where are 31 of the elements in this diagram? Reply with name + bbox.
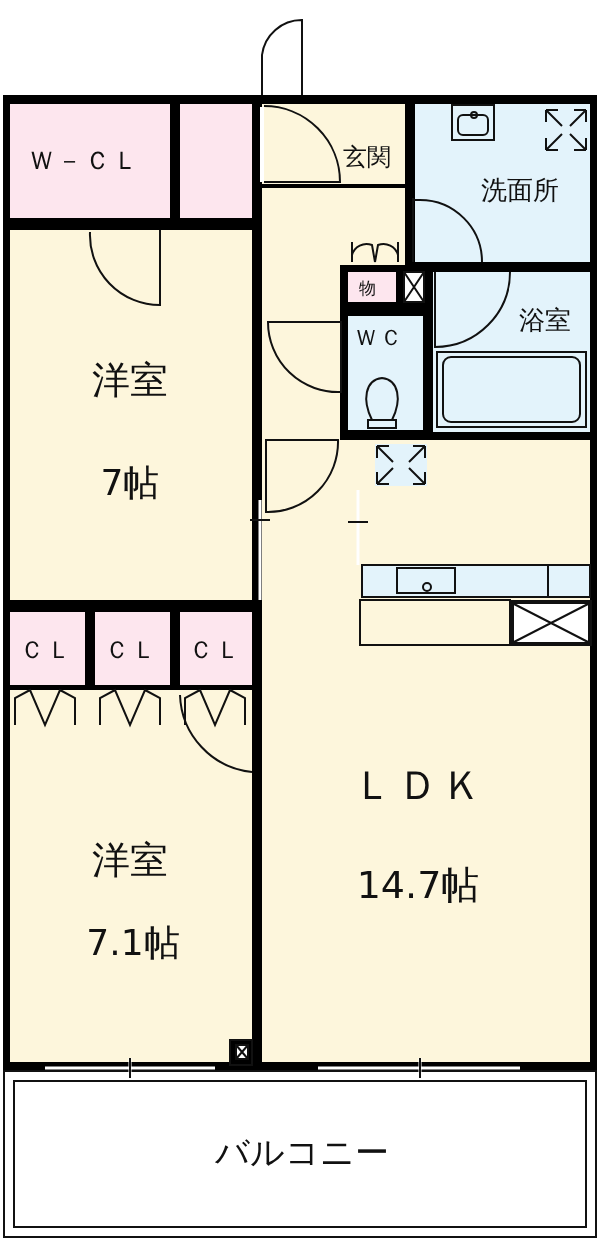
room-label: ＣＬ [20,638,74,662]
entrance-floor [262,104,405,184]
closet-floor [95,612,170,685]
storage-floor [348,272,396,302]
closet-floor [10,612,85,685]
balcony-floor [3,1070,597,1238]
room-label: 浴室 [519,307,571,333]
room-size: 7.1帖 [86,925,180,961]
room-label: 洗面所 [481,177,559,203]
bedroom-floor [10,230,252,600]
bathroom-floor [433,272,590,432]
room-label: ＣＬ [105,638,159,662]
walk-in-closet-floor [10,104,170,218]
closet-floor [180,104,252,218]
living-dining-kitchen-floor [262,440,590,1062]
hallway-floor [262,188,340,440]
closet-floor [180,612,252,685]
toilet-room-floor [348,316,423,430]
washroom-floor [415,104,590,262]
room-label: 物 [358,279,376,297]
room-label: ＷＣ [355,327,405,349]
room-label: 洋室 [92,361,168,399]
room-size: 7帖 [100,465,160,501]
room-label: Ｗ－ＣＬ [29,147,141,173]
room-label: バルコニー [215,1135,389,1169]
room-label: ＣＬ [189,638,243,662]
room-label: 玄関 [343,145,391,169]
bedroom-floor [10,690,252,1062]
room-label: 洋室 [92,841,168,879]
room-size: 14.7帖 [356,866,480,904]
room-label: ＬＤＫ [352,765,488,805]
